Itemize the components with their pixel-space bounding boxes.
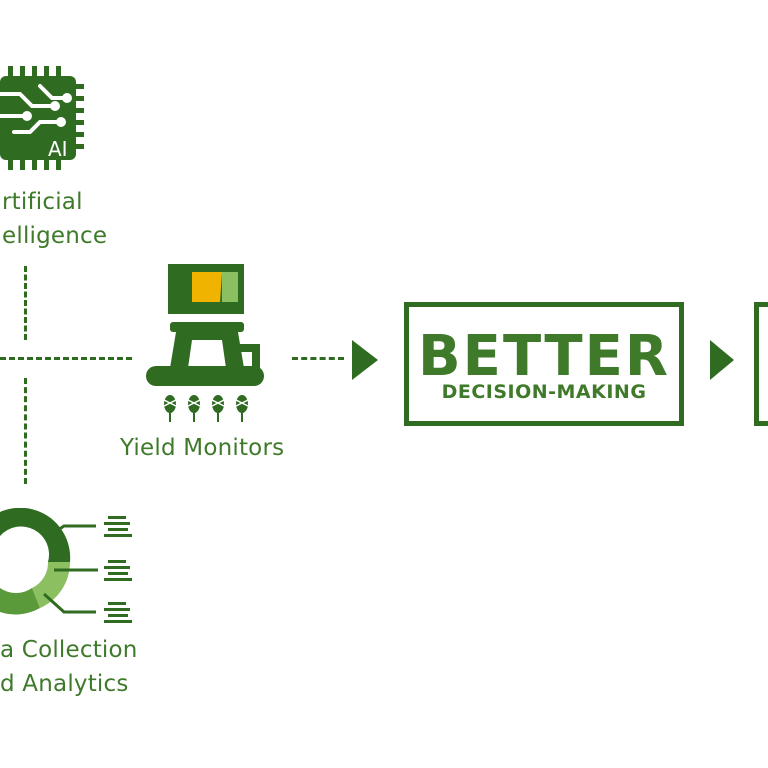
ai-chip-icon: AI <box>0 66 84 170</box>
outcome-title: BETTER <box>418 324 670 389</box>
yield-label: Yield Monitors <box>120 435 285 461</box>
donut-chart-icon <box>0 508 98 615</box>
list-icon <box>104 516 132 537</box>
data-label-line1: a Collection <box>0 637 138 663</box>
outcome-box: BETTER DECISION-MAKING <box>404 302 684 426</box>
wheat-icon <box>163 395 249 422</box>
list-icon-3 <box>104 602 132 623</box>
ai-label-line2: elligence <box>2 223 108 249</box>
next-box-edge <box>754 302 768 426</box>
connector-horizontal-left <box>0 357 132 360</box>
ai-chip-text: AI <box>48 137 68 161</box>
connector-vertical-bottom <box>24 378 27 484</box>
data-label-line2: d Analytics <box>0 671 129 697</box>
list-icon-2 <box>104 560 132 581</box>
arrow-right-icon <box>352 340 378 380</box>
arrow-right-icon-2 <box>710 340 734 380</box>
ai-label-line1: rtificial <box>2 189 83 215</box>
connector-horizontal-right <box>292 357 344 360</box>
combine-harvester-icon <box>146 264 264 386</box>
outcome-subtitle: DECISION-MAKING <box>441 381 647 403</box>
connector-vertical-top <box>24 266 27 340</box>
